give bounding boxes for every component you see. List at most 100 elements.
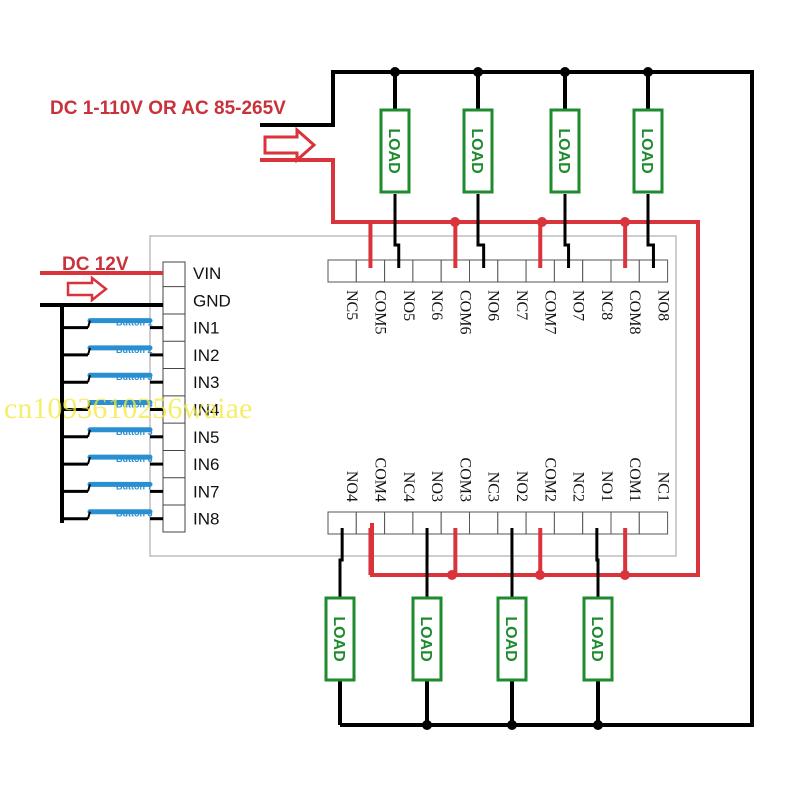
terminal-label-no1: NO1 [598,471,615,502]
relay-supply-label: DC 1-110V OR AC 85-265V [50,98,286,119]
svg-text:LOAD: LOAD [502,616,519,661]
module-supply-arrow [66,275,109,303]
relay-supply-arrow [263,126,317,164]
junction-dot [620,217,630,227]
load-top-2: LOAD [462,108,494,194]
button-label-8: Button 8 [116,509,153,519]
load-bottom-1: LOAD [324,596,356,682]
load-return-wire [338,528,344,598]
pin-label-in8: IN8 [193,510,219,529]
bottom-screw-nc2 [553,511,584,535]
load-top-4: LOAD [632,108,664,194]
button-contact [87,402,91,410]
button-contact [87,429,91,438]
junction-dot [507,720,517,730]
button-label-4: Button 4 [116,400,153,410]
junction-dot [620,570,630,580]
pin-label-in6: IN6 [193,455,219,474]
pin-label-in3: IN3 [193,373,219,392]
black-wiring [40,70,754,727]
junction-dot [450,217,460,227]
load-return-wire [393,194,401,268]
button-label-2: Button 2 [116,345,153,355]
terminal-label-com4: COM4 [371,458,388,502]
terminal-label-com2: COM2 [541,458,558,502]
terminal-label-no2: NO2 [513,471,530,502]
svg-text:LOAD: LOAD [417,616,434,661]
terminal-label-nc6: NC6 [428,290,445,320]
button-label-7: Button 7 [116,481,153,491]
junction-dot [643,67,653,77]
bottom-terminal-block [327,511,669,535]
terminal-label-com7: COM7 [541,290,558,334]
terminal-label-nc3: NC3 [485,472,502,502]
pin-label-in4: IN4 [193,401,219,420]
terminal-label-no5: NO5 [400,290,417,321]
junction-dot [473,67,483,77]
terminal-label-no4: NO4 [343,471,360,502]
button-contact [87,347,91,356]
bottom-screw-nc4 [384,511,414,535]
terminal-label-no6: NO6 [485,290,502,321]
terminal-label-com1: COM1 [626,458,643,502]
top-screw-nc6 [412,259,442,283]
button-contact [87,484,91,492]
junction-dot [537,217,547,227]
junction-dot [422,720,432,730]
bottom-screw-nc1 [638,511,669,535]
load-return-wire [476,194,486,268]
relay-board [149,235,677,557]
pin-label-in2: IN2 [193,346,219,365]
top-screw-nc5 [327,259,357,283]
pin-label-in5: IN5 [193,428,219,447]
svg-text:LOAD: LOAD [385,128,402,173]
load-top-1: LOAD [379,108,411,194]
button-contact [87,374,91,383]
junction-dot [593,720,603,730]
terminal-label-no3: NO3 [428,471,445,502]
terminal-label-com6: COM6 [456,290,473,334]
button-label-6: Button 6 [116,454,153,464]
load-bottom-2: LOAD [411,596,443,682]
load-bottom-4: LOAD [582,596,614,682]
svg-text:LOAD: LOAD [330,616,347,661]
junction-dot [560,67,570,77]
module-supply-label: DC 12V [62,254,129,275]
input-pin-header [162,261,186,533]
load-return-wire [646,194,655,268]
terminal-label-no7: NO7 [570,290,587,321]
terminal-label-no8: NO8 [654,290,671,321]
svg-text:LOAD: LOAD [588,616,605,661]
junction-dot [447,570,457,580]
top-screw-nc8 [582,259,612,283]
terminal-label-nc7: NC7 [513,290,530,320]
top-screw-nc7 [497,259,527,283]
svg-text:LOAD: LOAD [638,128,655,173]
button-contact [87,511,91,519]
svg-text:LOAD: LOAD [555,128,572,173]
terminal-label-com3: COM3 [456,458,473,502]
terminal-label-nc5: NC5 [343,290,360,320]
terminal-label-com5: COM5 [371,290,388,334]
top-terminal-block [327,259,669,283]
terminal-label-nc4: NC4 [400,472,417,502]
load-return-wire [595,528,600,598]
button-label-5: Button 5 [116,427,153,437]
terminal-label-nc1: NC1 [654,472,671,502]
load-top-3: LOAD [549,108,581,194]
pin-label-vin: VIN [193,264,221,283]
watermark: cn1093610256waiae [4,392,252,425]
terminal-label-com8: COM8 [626,290,643,334]
load-bottom-3: LOAD [496,596,528,682]
junction-dot [535,570,545,580]
pin-label-in7: IN7 [193,482,219,501]
button-label-3: Button 3 [116,372,153,382]
terminal-label-nc8: NC8 [598,290,615,320]
load-return-wire [563,194,571,268]
svg-text:LOAD: LOAD [468,128,485,173]
pin-label-gnd: GND [193,291,231,310]
button-contact [87,456,91,465]
bottom-screw-nc3 [469,511,499,535]
button-contact [87,320,91,328]
